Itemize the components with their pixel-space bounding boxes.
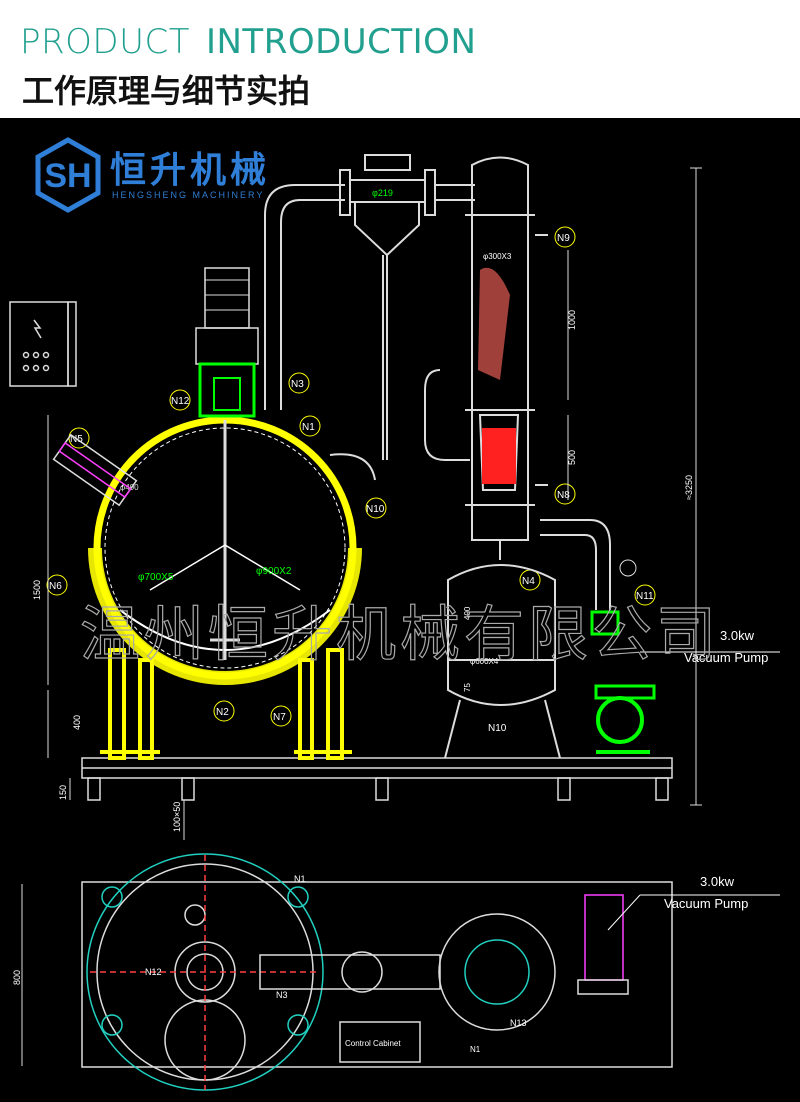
dim-300x3: φ300X3 — [483, 252, 512, 261]
dim-800: 800 — [12, 970, 22, 985]
logo-letters: SH — [44, 157, 91, 195]
pump-name-plan: Vacuum Pump — [664, 896, 748, 911]
page-title: PRODUCT INTRODUCTION — [20, 22, 476, 62]
label-n1: N1 — [302, 422, 315, 433]
control-cabinet-label: Control Cabinet — [345, 1039, 401, 1048]
dim-150: 150 — [58, 785, 68, 800]
company-logo: SH 恒升机械 HENGSHENG MACHINERY — [35, 137, 270, 213]
label-n13: N13 — [510, 1018, 527, 1028]
dim-100x50: 100×50 — [172, 802, 182, 832]
vacuum-pump — [540, 519, 656, 754]
logo-name-cn: 恒升机械 — [110, 149, 270, 190]
page-subtitle: 工作原理与细节实拍 — [22, 72, 311, 110]
label-n7: N7 — [273, 712, 286, 723]
dim-1000: 1000 — [567, 310, 577, 330]
dimension-lines — [47, 167, 702, 840]
receiver-tank — [444, 540, 561, 759]
label-n10b: N10 — [488, 723, 507, 734]
label-n6: N6 — [49, 581, 62, 592]
dim-400b: 400 — [463, 606, 472, 620]
dim-1500: 1500 — [32, 580, 42, 600]
plan-view — [81, 853, 673, 1091]
pump-power: 3.0kw — [720, 628, 755, 643]
dim-600x4: φ600X4 — [470, 657, 499, 666]
label-n3: N3 — [291, 379, 304, 390]
sight-glass — [52, 433, 138, 507]
dim-700x5: φ700X5 — [138, 572, 174, 583]
vapor-pipe — [264, 154, 475, 481]
page-header: PRODUCT INTRODUCTION 工作原理与细节实拍 — [0, 0, 800, 118]
dim-900x2: φ900X2 — [256, 566, 292, 577]
label-n2: N2 — [216, 707, 229, 718]
engineering-drawing: SH 恒升机械 HENGSHENG MACHINERY — [0, 118, 800, 1102]
dim-219: φ219 — [372, 188, 393, 198]
label-n10: N10 — [366, 504, 385, 515]
title-bold: INTRODUCTION — [205, 22, 477, 62]
dim-3250: ≈3250 — [684, 475, 694, 500]
agitator-motor — [195, 267, 259, 418]
dim-75: 75 — [463, 683, 472, 692]
label-n1-plan: N1 — [294, 874, 306, 884]
label-n4: N4 — [522, 576, 535, 587]
label-n12: N12 — [171, 396, 190, 407]
logo-name-en: HENGSHENG MACHINERY — [112, 190, 264, 200]
reactor-ports — [46, 372, 387, 727]
logo-hexagon — [35, 137, 101, 213]
label-n11: N11 — [636, 591, 654, 602]
base-frame — [81, 757, 673, 801]
reactor-vessel — [88, 416, 362, 760]
label-n9: N9 — [557, 233, 570, 244]
label-n3-plan: N3 — [276, 990, 288, 1000]
dim-500: 500 — [567, 450, 577, 465]
pump-power-plan: 3.0kw — [700, 874, 735, 889]
dim-400: 400 — [72, 715, 82, 730]
label-n12-plan: N12 — [145, 967, 162, 977]
title-light: PRODUCT — [20, 22, 190, 62]
condenser-column — [424, 156, 548, 541]
label-n1-small: N1 — [470, 1045, 481, 1054]
watermark: 温州恒升机械有限公司 — [80, 601, 720, 668]
control-cabinet-icon — [9, 301, 77, 387]
label-n8: N8 — [557, 490, 570, 501]
drawing-svg: SH 恒升机械 HENGSHENG MACHINERY — [9, 137, 780, 1091]
pump-name: Vacuum Pump — [684, 650, 768, 665]
